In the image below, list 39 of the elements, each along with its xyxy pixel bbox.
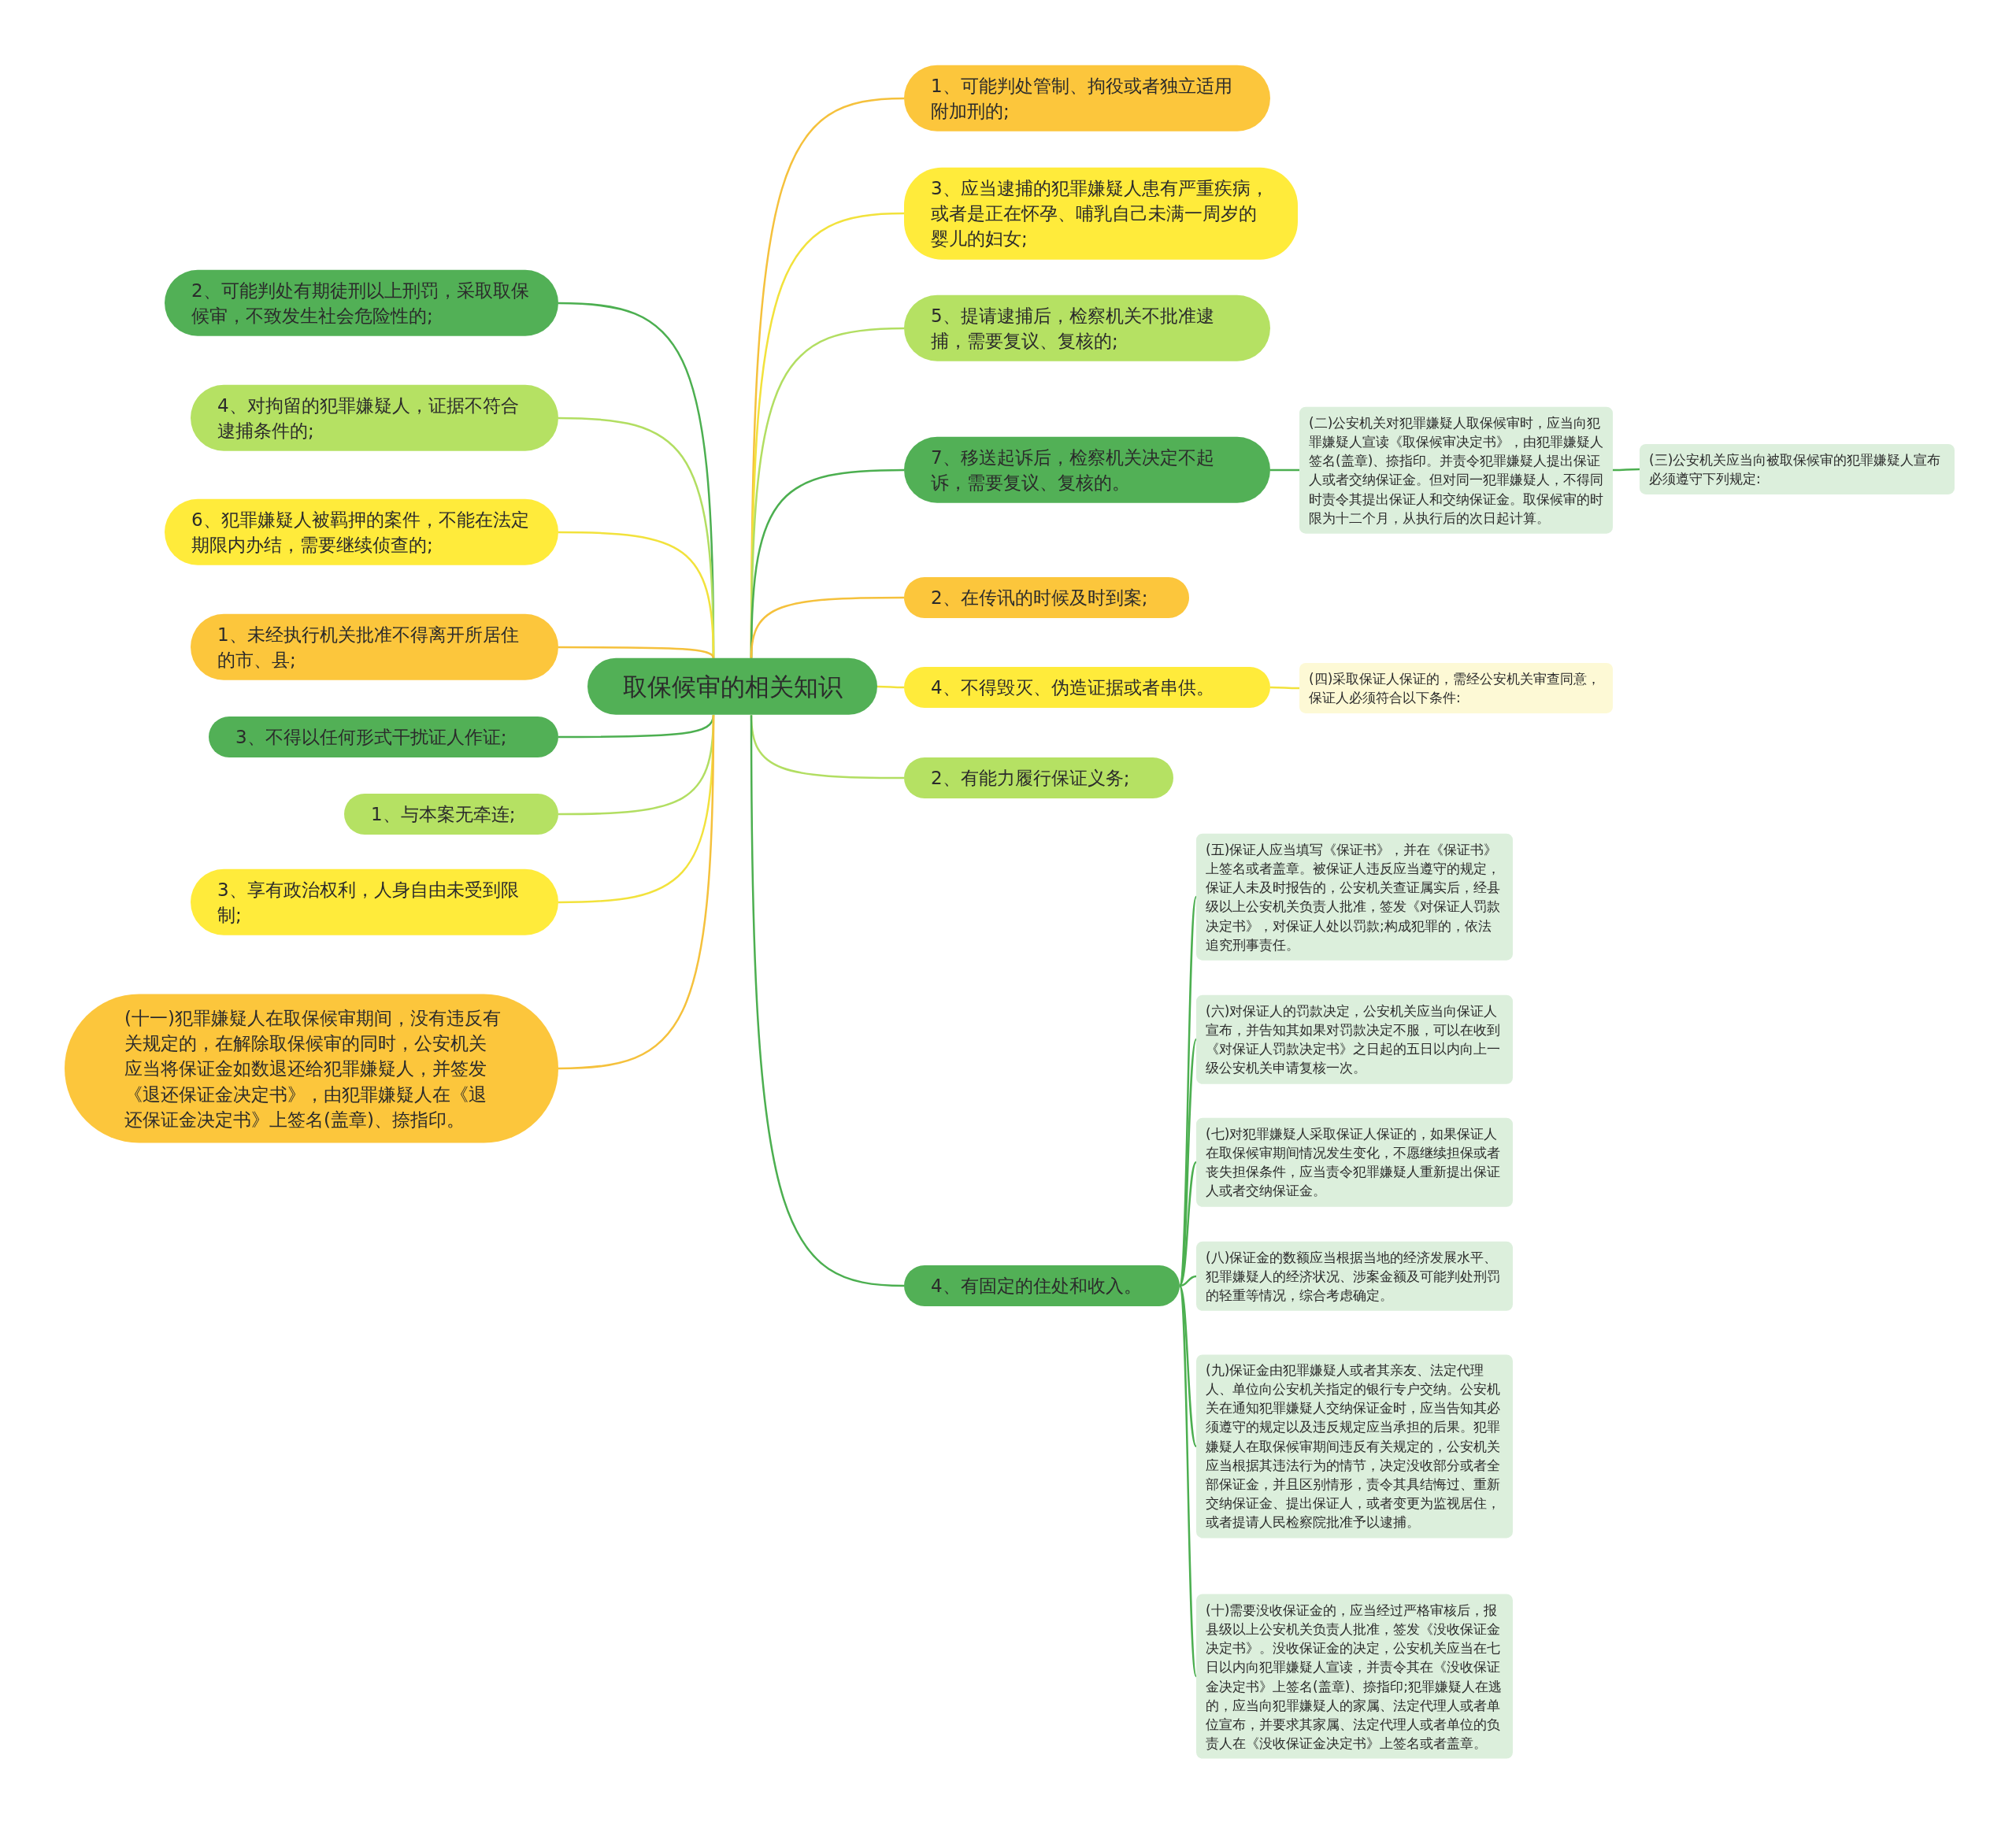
note-box: (十)需要没收保证金的，应当经过严格审核后，报县级以上公安机关负责人批准，签发《没收保证金决定书》。没收保证金的决定，公安机关应当在七日以内向犯罪嫌疑人宣读，并责令其在《没收保证金决定书》上签名(盖章)、捺指印;犯罪嫌疑人在逃的，应当向犯罪嫌疑人的家属、法定代理人或者单位宣布，并要求其家属、法定代理人或者单位的负责人在《没收保证金决定书》上签名或者盖章。 [1196, 1594, 1513, 1759]
note-box: (三)公安机关应当向被取保候审的犯罪嫌疑人宣布必须遵守下列规定: [1640, 443, 1955, 495]
topic-pill: 2、在传讯的时候及时到案; [904, 576, 1189, 619]
note-box: (五)保证人应当填写《保证书》，并在《保证书》上签名或者盖章。被保证人违反应当遵守的规定，保证人未及时报告的，公安机关查证属实后，经县级以上公安机关负责人批准，签发《对保证人罚款决定书》，对保证人处以罚款;构成犯罪的，依法追究刑事责任。 [1196, 833, 1513, 961]
note-box: (四)采取保证人保证的，需经公安机关审查同意，保证人必须符合以下条件: [1299, 662, 1613, 714]
branch-line [558, 646, 715, 659]
topic-pill: 1、与本案无牵连; [344, 793, 558, 835]
topic-pill: 3、不得以任何形式干扰证人作证; [209, 716, 558, 758]
branch-line [1179, 1275, 1197, 1287]
topic-pill: 4、对拘留的犯罪嫌疑人，证据不符合逮捕条件的; [191, 384, 558, 452]
branch-line [558, 715, 715, 1070]
note-box: (六)对保证人的罚款决定，公安机关应当向保证人宣布，并告知其如果对罚款决定不服，可以在收到《对保证人罚款决定书》之日起的五日以内向上一级公安机关申请复核一次。 [1196, 994, 1513, 1084]
topic-pill: 6、犯罪嫌疑人被羁押的案件，不能在法定期限内办结，需要继续侦查的; [165, 498, 558, 566]
branch-line [1270, 468, 1299, 472]
topic-pill: 5、提请逮捕后，检察机关不批准逮捕，需要复议、复核的; [904, 294, 1270, 362]
topic-pill: 2、有能力履行保证义务; [904, 757, 1173, 799]
topic-pill: 4、有固定的住处和收入。 [904, 1265, 1180, 1307]
branch-line [1613, 468, 1640, 472]
topic-pill: 3、享有政治权利，人身自由未受到限制; [191, 868, 558, 936]
branch-line [558, 531, 715, 658]
branch-line [750, 715, 905, 1287]
branch-line [877, 685, 904, 689]
branch-line [1178, 1285, 1198, 1677]
note-box: (八)保证金的数额应当根据当地的经济发展水平、犯罪嫌疑人的经济状况、涉案金额及可能判处刑罚的轻重等情况，综合考虑确定。 [1196, 1241, 1513, 1312]
branch-line [750, 596, 904, 658]
topic-pill: 3、应当逮捕的犯罪嫌疑人患有严重疾病，或者是正在怀孕、哺乳自己未满一周岁的婴儿的妇女; [904, 167, 1298, 260]
topic-pill: 4、不得毁灭、伪造证据或者串供。 [904, 666, 1270, 709]
note-box: (九)保证金由犯罪嫌疑人或者其亲友、法定代理人、单位向公安机关指定的银行专户交纳。公安机关在通知犯罪嫌疑人交纳保证金时，应当告知其必须遵守的规定以及违反规定应当承担的后果。犯罪嫌疑人在取保候审期间违反有关规定的，公安机关应当根据其违法行为的情节，决定没收部分或者全部保证金，并且区别情形，责令其具结悔过、重新交纳保证金、提出保证人，或者变更为监视居住，或者提请人民检察院批准予以逮捕。 [1196, 1354, 1513, 1539]
topic-pill: 1、可能判处管制、拘役或者独立适用附加刑的; [904, 65, 1270, 132]
central-topic: 取保候审的相关知识 [587, 657, 877, 716]
topic-pill: (十一)犯罪嫌疑人在取保候审期间，没有违反有关规定的，在解除取保候审的同时，公安机关应当将保证金如数退还给犯罪嫌疑人，并签发《退还保证金决定书》，由犯罪嫌疑人在《退还保证金决定书》上签名(盖章)、捺指印。 [65, 994, 558, 1143]
note-box: (二)公安机关对犯罪嫌疑人取保候审时，应当向犯罪嫌疑人宣读《取保候审决定书》，由犯罪嫌疑人签名(盖章)、捺指印。并责令犯罪嫌疑人提出保证人或者交纳保证金。但对同一犯罪嫌疑人，不得同时责令其提出保证人和交纳保证金。取保候审的时限为十二个月，从执行后的次日起计算。 [1299, 406, 1613, 534]
branch-line [1179, 1161, 1197, 1287]
branch-line [1270, 686, 1299, 690]
topic-pill: 2、可能判处有期徒刑以上刑罚，采取取保候审，不致发生社会危险性的; [165, 269, 558, 337]
topic-pill: 1、未经执行机关批准不得离开所居住的市、县; [191, 613, 558, 681]
branch-line [558, 714, 715, 739]
topic-pill: 7、移送起诉后，检察机关决定不起诉，需要复议、复核的。 [904, 436, 1270, 504]
note-box: (七)对犯罪嫌疑人采取保证人保证的，如果保证人在取保候审期间情况发生变化，不愿继续担保或者丧失担保条件，应当责令犯罪嫌疑人重新提出保证人或者交纳保证金。 [1196, 1117, 1513, 1207]
